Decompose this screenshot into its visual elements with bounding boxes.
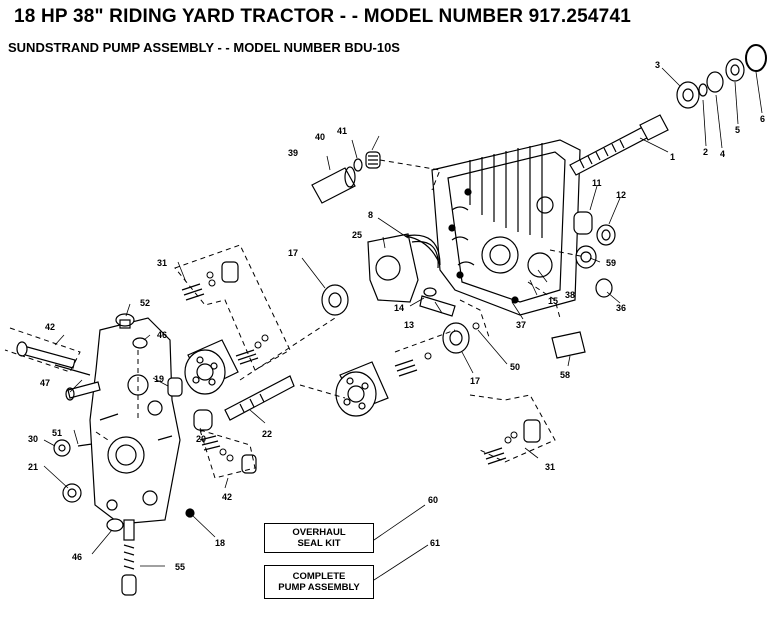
callout-42-lower: 42 — [222, 492, 232, 502]
callout-22: 22 — [262, 429, 272, 439]
callout-60: 60 — [428, 495, 438, 505]
spring-41[interactable] — [365, 151, 381, 169]
bolt-42-lower[interactable] — [199, 435, 257, 474]
callout-6: 6 — [760, 114, 765, 124]
seal-21[interactable] — [62, 483, 82, 503]
check-valve-spring-lower[interactable] — [394, 359, 541, 465]
callout-58: 58 — [560, 370, 570, 380]
callout-46-upper: 46 — [157, 330, 167, 340]
callout-3: 3 — [655, 60, 660, 70]
callout-38: 38 — [565, 290, 575, 300]
washer-2[interactable] — [698, 83, 708, 97]
complete-pump-assembly-box[interactable]: COMPLETE PUMP ASSEMBLY — [264, 565, 374, 599]
pin-51[interactable] — [77, 443, 93, 447]
callout-5: 5 — [735, 125, 740, 135]
trunnion-shaft[interactable] — [419, 287, 456, 317]
cylinder-block-lower[interactable] — [335, 361, 389, 417]
callout-39: 39 — [288, 148, 298, 158]
callout-25: 25 — [352, 230, 362, 240]
input-shaft[interactable] — [569, 114, 669, 176]
plate-58[interactable] — [551, 331, 586, 359]
seal-59[interactable] — [575, 245, 597, 269]
callout-41: 41 — [337, 126, 347, 136]
callout-31-lower: 31 — [545, 462, 555, 472]
callout-52: 52 — [140, 298, 150, 308]
callout-13: 13 — [404, 320, 414, 330]
seal-17-upper[interactable] — [321, 284, 349, 316]
bolt-42-upper[interactable] — [16, 341, 91, 376]
callout-42-upper: 42 — [45, 322, 55, 332]
retaining-ring-6[interactable] — [745, 44, 767, 72]
overhaul-seal-kit-box[interactable]: OVERHAUL SEAL KIT — [264, 523, 374, 553]
callout-15: 15 — [548, 296, 558, 306]
pump-housing-right[interactable] — [431, 139, 581, 316]
oring-46-upper[interactable] — [132, 337, 148, 349]
callout-12: 12 — [616, 190, 626, 200]
washer-30[interactable] — [53, 439, 71, 457]
seal-4[interactable] — [706, 71, 724, 93]
callout-20: 20 — [196, 434, 206, 444]
swashplate[interactable] — [367, 233, 441, 303]
bolt-47[interactable] — [65, 381, 101, 401]
callout-55: 55 — [175, 562, 185, 572]
bushing-11[interactable] — [573, 211, 593, 235]
bearing-3[interactable] — [676, 81, 700, 109]
callout-1: 1 — [670, 152, 675, 162]
callout-47: 47 — [40, 378, 50, 388]
callout-11: 11 — [592, 178, 602, 188]
callout-46-lower: 46 — [72, 552, 82, 562]
center-section[interactable] — [89, 317, 181, 525]
overhaul-seal-kit-line2: SEAL KIT — [297, 538, 341, 549]
plug-52[interactable] — [115, 313, 135, 329]
callout-61: 61 — [430, 538, 440, 548]
callout-50: 50 — [510, 362, 520, 372]
pump-shaft-22[interactable] — [224, 375, 295, 421]
callout-17-upper: 17 — [288, 248, 298, 258]
callout-36: 36 — [616, 303, 626, 313]
callout-14: 14 — [394, 303, 404, 313]
callout-4: 4 — [720, 149, 725, 159]
callout-8: 8 — [368, 210, 373, 220]
seal-5[interactable] — [725, 58, 745, 82]
callout-51: 51 — [52, 428, 62, 438]
page-title: 18 HP 38" RIDING YARD TRACTOR - - MODEL … — [14, 6, 631, 27]
bushing-20[interactable] — [193, 409, 213, 431]
complete-pump-assembly-line2: PUMP ASSEMBLY — [278, 582, 360, 593]
callout-17-lower: 17 — [470, 376, 480, 386]
plug-46-lower[interactable] — [106, 518, 124, 532]
seal-17-lower[interactable] — [442, 322, 470, 354]
seal-12[interactable] — [596, 224, 616, 246]
callout-30: 30 — [28, 434, 38, 444]
fitting-19[interactable] — [167, 377, 183, 397]
callout-18: 18 — [215, 538, 225, 548]
complete-pump-assembly-line1: COMPLETE — [292, 571, 346, 582]
overhaul-seal-kit-line1: OVERHAUL — [292, 527, 346, 538]
callout-2: 2 — [703, 147, 708, 157]
callout-21: 21 — [28, 462, 38, 472]
callout-31-upper: 31 — [157, 258, 167, 268]
page-subtitle: SUNDSTRAND PUMP ASSEMBLY - - MODEL NUMBE… — [8, 40, 400, 55]
pin-39[interactable] — [311, 166, 356, 204]
callout-59: 59 — [606, 258, 616, 268]
cylinder-block-upper[interactable] — [184, 339, 239, 395]
relief-valve-55[interactable] — [121, 519, 137, 596]
oring-40[interactable] — [353, 158, 363, 172]
callout-19: 19 — [154, 374, 164, 384]
callout-37: 37 — [516, 320, 526, 330]
callout-40: 40 — [315, 132, 325, 142]
check-valve-spring-upper[interactable] — [181, 261, 259, 365]
